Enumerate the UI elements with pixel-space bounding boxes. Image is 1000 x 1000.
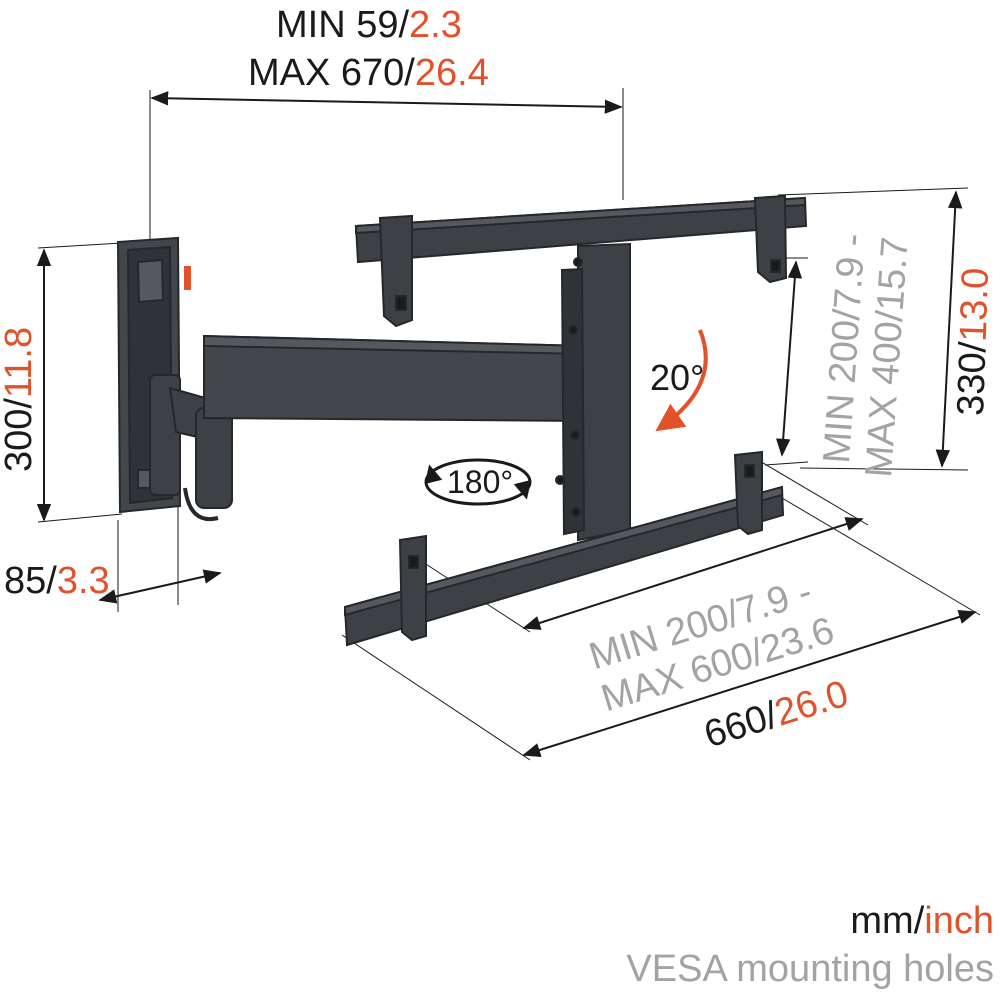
long-arm bbox=[203, 334, 586, 423]
plate-height-label: 300/11.8 bbox=[0, 326, 40, 472]
tilt-label: 20° bbox=[650, 357, 705, 398]
swivel-arrow-head-right bbox=[513, 479, 532, 500]
plate-depth-dimension-line bbox=[98, 569, 222, 604]
vesa-horizontal-dimension-line bbox=[522, 517, 864, 630]
plate-height-mm: 300/ bbox=[0, 398, 40, 472]
tilt-plate bbox=[555, 242, 631, 542]
plate-depth-in: 3.3 bbox=[56, 560, 110, 602]
bracket-height-label: 330/13.0 bbox=[950, 267, 998, 417]
extension-max-mm: MAX 670/ bbox=[248, 52, 415, 94]
units-inch: inch bbox=[924, 900, 994, 942]
extension-max-label: MAX 670/26.4 bbox=[248, 54, 489, 92]
bracket-width-dimension-line bbox=[522, 610, 977, 757]
bracket-height-in: 13.0 bbox=[952, 267, 998, 343]
tilt-arrow-icon bbox=[655, 329, 708, 432]
vesa-note: VESA mounting holes bbox=[626, 948, 994, 990]
swivel-label: 180° bbox=[447, 464, 514, 500]
top-rail bbox=[354, 196, 808, 264]
plate-depth-mm: 85/ bbox=[4, 560, 57, 602]
vesa-vertical-dimension-line bbox=[775, 260, 803, 457]
extension-min-label: MIN 59/2.3 bbox=[276, 6, 462, 44]
vesa-hooks bbox=[378, 194, 788, 642]
plate-height-in: 11.8 bbox=[0, 326, 40, 399]
extension-min-in: 2.3 bbox=[409, 4, 462, 46]
bottom-rail bbox=[343, 485, 785, 647]
swivel-arrow-head-left bbox=[424, 464, 443, 485]
extension-dimension-line bbox=[150, 91, 623, 114]
units-legend: mm/inch bbox=[850, 902, 994, 940]
units-mm: mm/ bbox=[850, 900, 925, 942]
extension-max-in: 26.4 bbox=[414, 52, 489, 94]
vesa-vertical-line1-in: 7.9 - bbox=[826, 232, 874, 311]
swivel-arm bbox=[149, 374, 234, 522]
bracket-height-mm: 330/ bbox=[950, 341, 995, 417]
vesa-vertical-line2-in: 15.7 bbox=[869, 235, 917, 313]
dimension-arrows bbox=[36, 91, 977, 757]
extension-min-mm: MIN 59/ bbox=[276, 4, 410, 46]
plate-depth-label: 85/3.3 bbox=[4, 562, 110, 600]
bracket-height-dimension-line bbox=[935, 190, 963, 468]
